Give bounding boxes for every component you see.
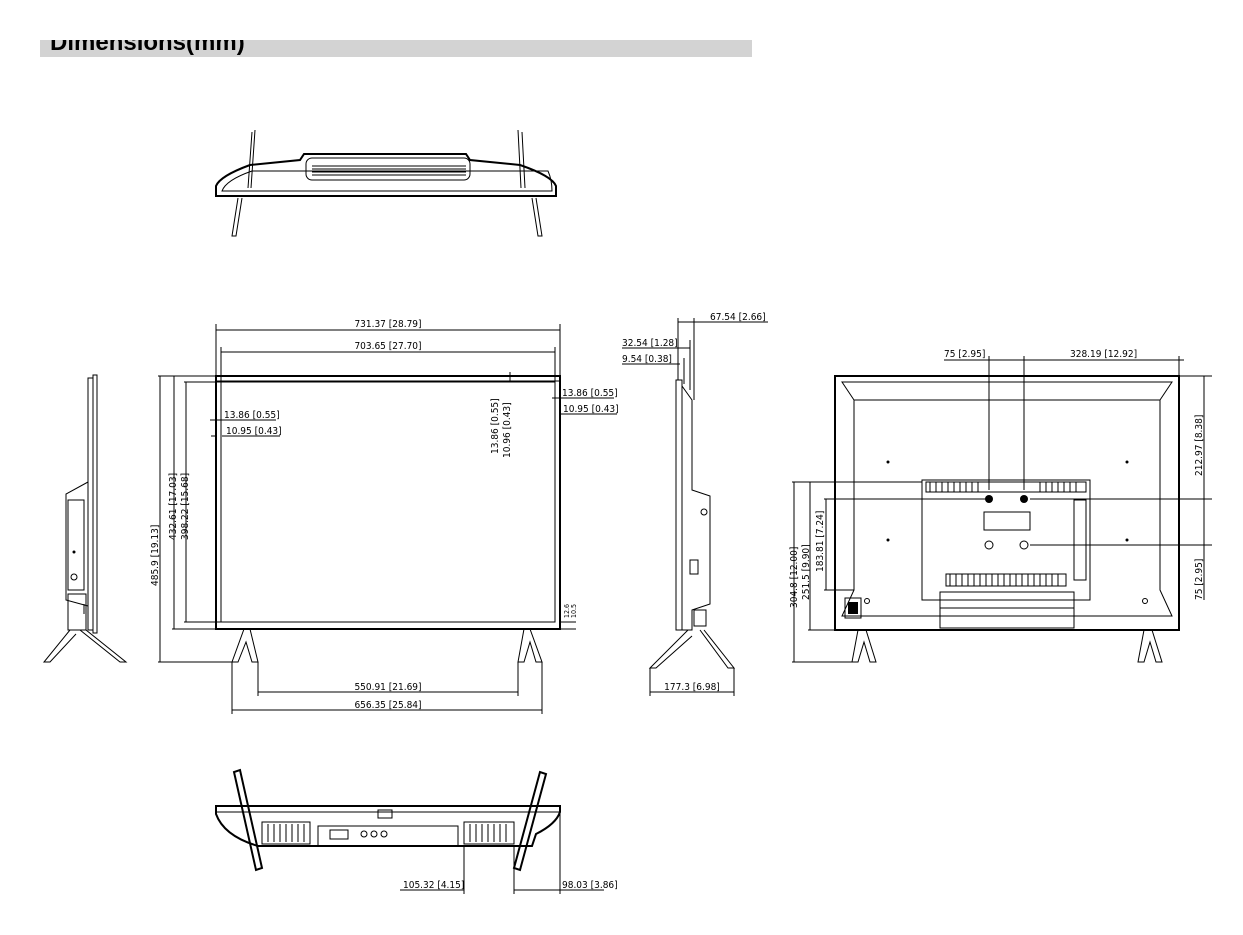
dim-back-height-2: 251.5 [9.90]: [801, 544, 812, 600]
dim-vesa-vertical: 75 [2.95]: [1194, 559, 1205, 600]
right-side-view: 67.54 [2.66] 32.54 [1.28] 9.54 [0.38] 17…: [622, 312, 768, 696]
dim-top-border-2: 10.96 [0.43]: [502, 402, 513, 458]
dim-right-border-2: 10.95 [0.43]: [563, 404, 619, 415]
back-view: 75 [2.95] 328.19 [12.92] 212.97 [8.38] 7…: [789, 349, 1212, 663]
page-title: Dimensions(mm): [50, 40, 245, 56]
dim-right-border-1: 13.86 [0.55]: [562, 388, 618, 399]
dim-panel-width: 703.65 [27.70]: [354, 341, 421, 352]
top-view: [215, 129, 557, 237]
dim-bottom-small-2: 10.5: [570, 604, 578, 618]
dim-left-border-2: 10.95 [0.43]: [226, 426, 282, 437]
dim-left-border-1: 13.86 [0.55]: [224, 410, 280, 421]
dim-stand-outer-span: 656.35 [25.84]: [354, 700, 421, 711]
dim-bottom-small-1: 12.6: [563, 604, 571, 618]
dim-back-height-top: 212.97 [8.38]: [1194, 415, 1205, 476]
dim-overall-width: 731.37 [28.79]: [354, 319, 421, 330]
dim-side-depth-1: 32.54 [1.28]: [622, 338, 678, 349]
dim-back-height-1: 304.8 [12.00]: [789, 547, 800, 608]
dim-top-border-1: 13.86 [0.55]: [490, 398, 501, 454]
dim-overall-height: 485.9 [19.13]: [150, 525, 161, 586]
dim-side-stand-depth: 177.3 [6.98]: [664, 682, 720, 693]
dim-back-height-3: 183.81 [7.24]: [815, 511, 826, 572]
dim-back-offset-right: 328.19 [12.92]: [1070, 349, 1137, 360]
dim-bottom-offset-right: 98.03 [3.86]: [562, 880, 618, 891]
front-view: 731.37 [28.79] 703.65 [27.70] 13.86 [0.5…: [150, 319, 619, 714]
dim-stand-inner-span: 550.91 [21.69]: [354, 682, 421, 693]
dim-panel-height: 398.22 [15.68]: [180, 473, 191, 540]
dim-vesa-horizontal: 75 [2.95]: [944, 349, 985, 360]
bottom-view: 105.32 [4.15] 98.03 [3.86]: [215, 768, 618, 894]
dim-bottom-offset-left: 105.32 [4.15]: [403, 880, 464, 891]
header-bar: Dimensions(mm): [40, 40, 752, 57]
left-side-view: [42, 374, 128, 663]
dim-body-height: 432.61 [17.03]: [168, 473, 179, 540]
dim-side-depth-2: 9.54 [0.38]: [622, 354, 672, 365]
dim-side-depth-overall: 67.54 [2.66]: [710, 312, 766, 323]
